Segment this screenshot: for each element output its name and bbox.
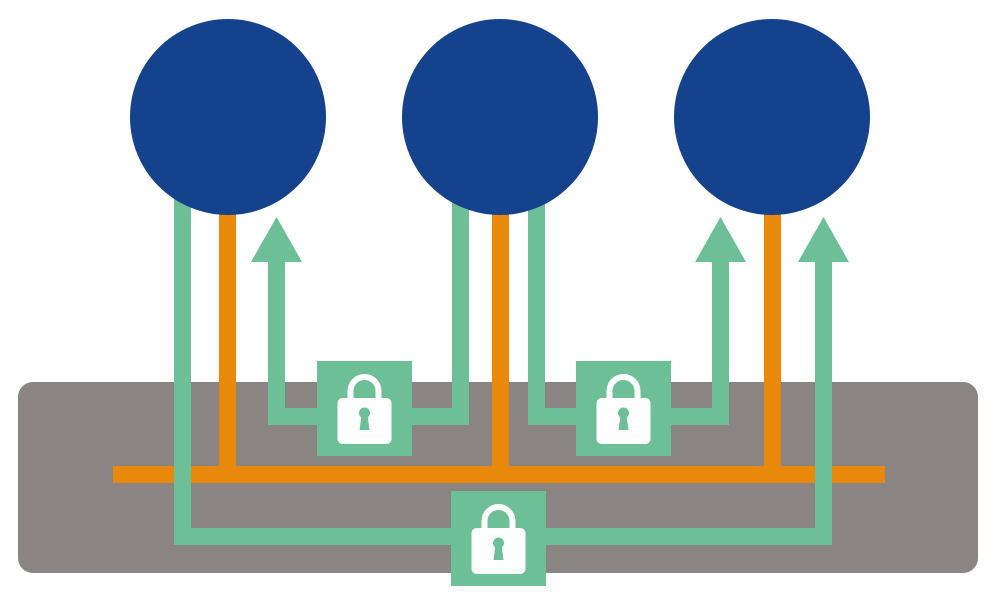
shared-bus — [113, 200, 885, 483]
node-left — [130, 19, 326, 215]
arrow-up-icon — [695, 217, 746, 262]
lock-box-center-right — [576, 361, 671, 456]
lock-box-left-center — [317, 361, 412, 456]
arrow-up-icon — [251, 217, 302, 262]
node-right — [674, 19, 870, 215]
lock-box-left-right — [451, 491, 546, 586]
arrow-up-icon — [798, 217, 849, 262]
node-center — [402, 19, 598, 215]
